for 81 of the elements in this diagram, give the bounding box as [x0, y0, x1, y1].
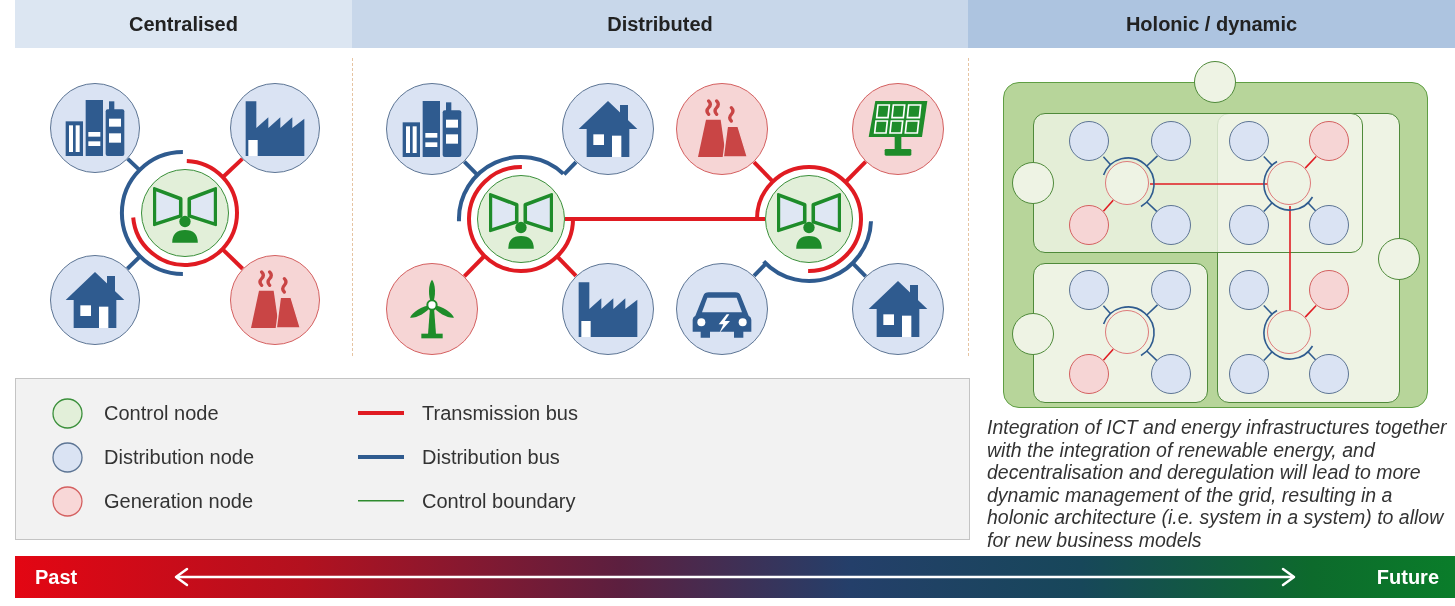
distribution-node	[1229, 270, 1269, 310]
caption-text: Integration of ICT and energy infrastructures together with the integration of renewable energy, and decentralisation and deregulation will lead to more dynamic management of the grid, resulting in a holonic architecture (i.e. system in a system) to allow for new business models	[987, 416, 1448, 551]
control-node	[1267, 310, 1311, 354]
legend-label: Control node	[104, 401, 219, 425]
control-node	[1105, 161, 1149, 205]
bus-line	[1263, 351, 1273, 362]
bus-line	[1102, 199, 1114, 212]
bus-line	[1102, 156, 1112, 166]
bus-line	[565, 217, 765, 221]
timeline-bar	[15, 556, 1455, 598]
distribution-node	[1151, 354, 1191, 394]
bus-line	[844, 160, 868, 184]
control-node	[1194, 61, 1236, 103]
bus-line	[462, 160, 479, 177]
holon-frame	[1032, 112, 1363, 253]
control-node	[477, 175, 565, 263]
distribution-node	[1069, 270, 1109, 310]
panel-header: Holonic / dynamic	[968, 0, 1455, 48]
bus-line	[555, 255, 578, 278]
distribution-node	[1069, 121, 1109, 161]
bus-line	[1146, 304, 1159, 316]
timeline-label: Past	[35, 565, 78, 589]
bus-line	[1304, 304, 1317, 318]
generation-node	[1069, 205, 1109, 245]
bus-line	[1263, 304, 1273, 315]
generation-node	[1309, 121, 1349, 161]
control-node	[1011, 312, 1054, 355]
holon-frame	[1032, 262, 1208, 403]
panel-header: Distributed	[352, 0, 968, 48]
bus-line	[1307, 351, 1317, 362]
bus-arc	[1263, 160, 1314, 211]
bus-arc	[762, 221, 873, 283]
bus-line	[1146, 201, 1159, 213]
distribution-node	[1151, 121, 1191, 161]
bus-line	[1102, 348, 1114, 361]
bus-line	[562, 160, 578, 176]
bus-line	[1263, 155, 1273, 166]
bus-line	[851, 261, 868, 278]
distribution-node	[1309, 205, 1349, 245]
distribution-node	[1229, 205, 1269, 245]
bus-line	[462, 254, 486, 278]
bus-line	[1146, 155, 1159, 167]
bus-line	[221, 247, 244, 271]
legend-label: Control boundary	[422, 489, 576, 513]
bus-line	[1102, 305, 1112, 315]
bus-line	[752, 262, 768, 278]
bus-line	[1149, 183, 1269, 185]
legend-label: Transmission bus	[422, 401, 578, 425]
distribution-node	[1229, 354, 1269, 394]
generation-node	[1309, 270, 1349, 310]
distribution-node	[1151, 205, 1191, 245]
control-node	[1011, 161, 1054, 204]
generation-node	[1069, 354, 1109, 394]
control-node	[1105, 310, 1149, 354]
timeline-label: Future	[1376, 565, 1439, 589]
control-node	[141, 169, 229, 257]
distribution-node	[1151, 270, 1191, 310]
bus-arc	[120, 150, 184, 276]
bus-arc	[1263, 309, 1314, 360]
bus-arc	[131, 159, 239, 267]
bus-line	[1307, 202, 1317, 213]
bus-arc	[755, 165, 863, 273]
legend-label: Distribution node	[104, 445, 255, 469]
bus-arc	[1102, 306, 1155, 357]
bus-arc	[1102, 157, 1155, 208]
distribution-node	[1229, 121, 1269, 161]
control-node	[1267, 161, 1311, 205]
bus-line	[1263, 202, 1273, 213]
distribution-node	[1309, 354, 1349, 394]
bus-line	[752, 160, 775, 183]
legend-label: Generation node	[104, 489, 253, 513]
bus-line	[221, 157, 244, 179]
legend-label: Distribution bus	[422, 445, 560, 469]
bus-line	[1146, 350, 1159, 362]
panel-header: Centralised	[15, 0, 352, 48]
bus-arc	[467, 165, 575, 273]
outer-holon-frame	[1003, 82, 1428, 408]
control-node	[765, 175, 853, 263]
bus-line	[1289, 205, 1291, 312]
bus-line	[1304, 155, 1317, 169]
bus-arc	[457, 155, 565, 222]
